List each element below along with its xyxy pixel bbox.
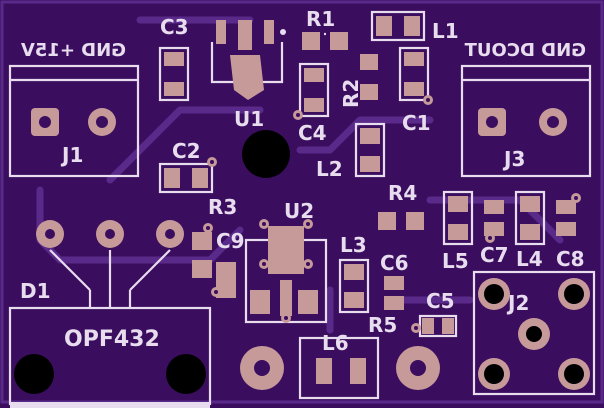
- label-c7: C7: [480, 243, 509, 267]
- label-l2: L2: [316, 157, 343, 181]
- label-connector-right: GND DCOUT: [464, 40, 586, 61]
- r4-resistor: [378, 212, 424, 230]
- label-c6: C6: [380, 251, 409, 275]
- l5-inductor: [442, 190, 474, 246]
- label-r4: R4: [388, 181, 417, 205]
- label-connector-left: GND +15V: [21, 40, 126, 61]
- label-l6: L6: [322, 331, 349, 355]
- c2-capacitor: [158, 157, 217, 194]
- r1-resistor: [302, 32, 348, 50]
- j1-connector: [8, 64, 140, 178]
- label-d1: D1: [20, 279, 51, 303]
- label-c1: C1: [402, 111, 431, 135]
- label-c8: C8: [556, 247, 585, 271]
- mounting-hole-center: [242, 130, 290, 178]
- l1-inductor: [370, 10, 426, 42]
- u1-regulator: [210, 20, 286, 100]
- d1-opf432: [8, 220, 212, 406]
- label-c2: C2: [172, 139, 201, 163]
- label-c9: C9: [216, 229, 245, 253]
- silkscreen-labels: C3 R1 L1 R2 C1 C4 U1 J1 J3 C2 L2 R3 U2 C…: [20, 7, 586, 355]
- c8-capacitor: [556, 193, 581, 236]
- label-r3: R3: [208, 195, 237, 219]
- label-l5: L5: [442, 249, 469, 273]
- label-c3: C3: [160, 15, 189, 39]
- label-u2: U2: [284, 199, 314, 223]
- label-opf432: OPF432: [64, 327, 160, 352]
- c1-capacitor: [398, 46, 433, 105]
- label-l4: L4: [516, 247, 543, 271]
- label-c4: C4: [298, 121, 327, 145]
- c9-capacitor: [211, 262, 236, 298]
- c4-capacitor: [293, 62, 330, 120]
- u2-ic: [244, 219, 328, 324]
- label-j2: J2: [506, 291, 529, 315]
- j3-connector: [460, 64, 592, 178]
- l2-inductor: [354, 122, 386, 178]
- bottom-edge-strip: [10, 402, 210, 408]
- label-r2: R2: [339, 79, 363, 108]
- label-j1: J1: [60, 143, 83, 167]
- l4-inductor: [514, 190, 546, 246]
- label-j3: J3: [502, 147, 525, 171]
- label-r1: R1: [306, 7, 335, 31]
- label-r5: R5: [368, 313, 397, 337]
- label-l1: L1: [432, 19, 459, 43]
- l3-inductor: [338, 258, 370, 314]
- label-c5: C5: [426, 289, 455, 313]
- j2-connector: [472, 270, 596, 396]
- c7-capacitor: [484, 200, 504, 243]
- c5-capacitor: [411, 314, 458, 338]
- copper-traces: [36, 16, 564, 334]
- label-l3: L3: [340, 233, 367, 257]
- label-u1: U1: [234, 107, 264, 131]
- r3-resistor: [192, 223, 213, 278]
- r2-resistor: [360, 54, 378, 100]
- l6-inductor: [298, 336, 380, 400]
- c6-capacitor: [384, 276, 404, 310]
- c3-capacitor: [158, 46, 190, 102]
